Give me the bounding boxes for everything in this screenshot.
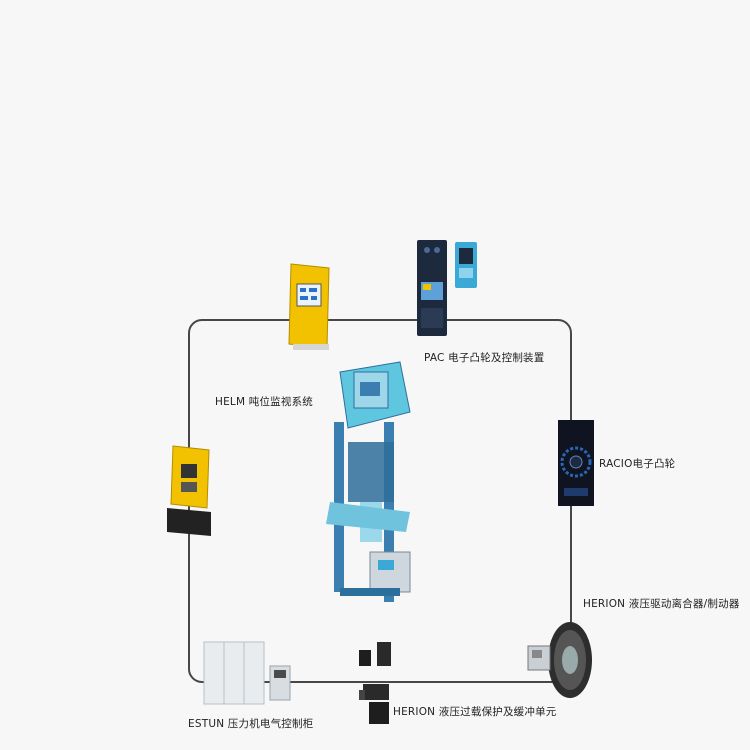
estun-cabinet-device (200, 640, 294, 706)
herion-clutch-device (524, 616, 596, 702)
pac-label: PAC 电子凸轮及控制装置 (424, 352, 545, 364)
herion-clutch-label: HERION 液压驱动离合器/制动器 (583, 598, 740, 610)
press-machine (320, 352, 420, 612)
herion-overload-device (355, 640, 395, 728)
helm-monitor-device (285, 262, 333, 354)
power-cabinet-device (167, 442, 213, 538)
helm-label: HELM 吨位监视系统 (215, 396, 313, 408)
racio-label: RACIO电子凸轮 (599, 458, 676, 470)
racio-cam-device (556, 418, 596, 510)
herion-overload-label: HERION 液压过载保护及缓冲单元 (393, 706, 557, 718)
estun-label: ESTUN 压力机电气控制柜 (188, 718, 314, 730)
pac-controller-device (415, 238, 483, 338)
